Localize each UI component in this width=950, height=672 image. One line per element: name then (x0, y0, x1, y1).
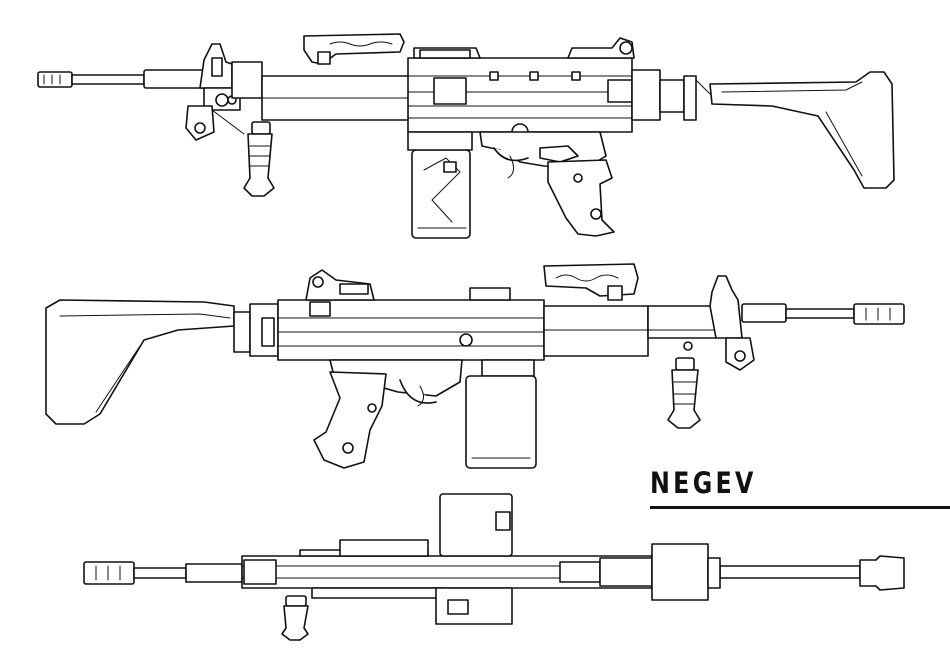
bipod-mount (185, 105, 245, 141)
pistol-grip (547, 159, 615, 237)
stock-hinge (631, 69, 713, 121)
carry-handle (543, 263, 639, 301)
gas-block (203, 87, 241, 111)
drum-magazine (407, 131, 473, 239)
folding-stock (709, 71, 895, 189)
title-block: NEGEV (650, 466, 950, 516)
vertical-foregrip (243, 121, 275, 197)
pistol-grip (313, 371, 387, 469)
rear-sight (567, 37, 635, 59)
vertical-foregrip (667, 357, 701, 429)
receiver (241, 539, 653, 599)
bipod-mount (725, 337, 755, 371)
title-underline (650, 506, 950, 509)
folding-stock (45, 299, 235, 425)
front-sight (709, 275, 743, 339)
barrel (741, 303, 905, 325)
drum-magazine (435, 493, 513, 625)
barrel (37, 69, 209, 89)
rear-sight (305, 269, 375, 301)
receiver (407, 57, 633, 141)
trigger-group (479, 131, 607, 179)
stock-hinge (233, 303, 279, 357)
barrel (83, 555, 905, 591)
receiver (277, 287, 545, 361)
drawing-title: NEGEV (650, 466, 757, 500)
gas-block (651, 543, 721, 601)
vertical-foregrip (281, 595, 309, 641)
gas-block (543, 305, 717, 357)
drum-magazine (465, 359, 537, 469)
top-cover (413, 47, 481, 59)
carry-handle (303, 33, 405, 65)
